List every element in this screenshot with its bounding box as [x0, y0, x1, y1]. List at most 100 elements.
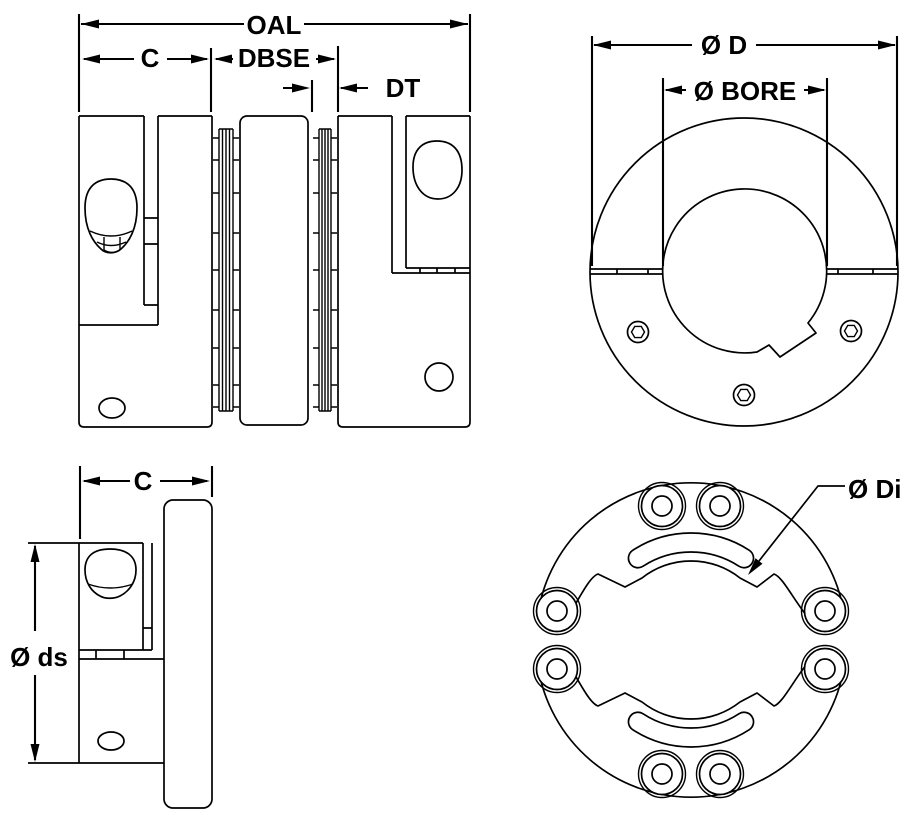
screw-circle — [839, 319, 863, 343]
clamp-screw-hole — [84, 548, 137, 600]
disc-pack-right-ticks — [313, 137, 337, 408]
boss-outer-ring — [637, 481, 687, 531]
label-dia-d: Ø D — [701, 30, 747, 60]
arrowhead-right — [191, 54, 209, 64]
bolt-boss — [698, 752, 742, 796]
screw-circle — [732, 383, 756, 407]
disc-upper-slot — [627, 532, 755, 569]
disc-boss-outer-rings — [532, 481, 850, 799]
arrowhead-right — [292, 83, 310, 93]
left-hub-outline — [78, 115, 213, 428]
arrowhead-left — [664, 85, 682, 95]
disc-pack-left-laminations — [218, 128, 234, 412]
disc-bolt-bosses — [535, 484, 847, 796]
disc-pack-left-ticks — [213, 137, 239, 408]
arrowhead-left — [81, 19, 99, 29]
label-oal: OAL — [247, 10, 302, 40]
screw-hex-socket — [630, 325, 646, 339]
dimension-dt: DT — [283, 73, 420, 112]
boss-outer-ring — [532, 586, 582, 636]
arrowhead-up — [30, 544, 40, 562]
arrowhead-left — [339, 83, 357, 93]
label-dt: DT — [386, 73, 421, 103]
clamp-screw-right — [839, 319, 863, 343]
bolt-hole — [546, 658, 568, 680]
disc-pack-right-laminations — [318, 128, 332, 412]
clamp-screw-hole — [84, 178, 138, 254]
bolt-hole — [814, 600, 836, 622]
disc-bolt-holes — [546, 495, 836, 785]
disc-lower-slot — [627, 711, 755, 748]
label-c-bottom: C — [134, 466, 153, 496]
left-hub — [78, 115, 213, 428]
clamp-screw-head-detail — [89, 230, 133, 254]
disc-lower-half-inner-edge — [565, 659, 811, 720]
right-hub-outline — [337, 115, 471, 428]
boss-outer-ring — [695, 749, 745, 799]
bolt-hole — [709, 763, 731, 785]
arrowhead-left — [214, 54, 232, 64]
label-dia-di: Ø Di — [848, 474, 901, 504]
boss-outer-ring — [695, 481, 745, 531]
bolt-boss — [803, 589, 847, 633]
screw-circle — [626, 320, 650, 344]
hub-outer-circle — [589, 117, 899, 427]
clamp-screw-left — [626, 320, 650, 344]
bolt-boss — [698, 484, 742, 528]
dimension-c2-lines — [78, 466, 214, 539]
hub-bore-with-keyway — [661, 188, 828, 358]
arrowhead-right — [318, 54, 336, 64]
clamp-split-line — [590, 268, 898, 275]
arrowhead-left — [593, 40, 611, 50]
left-hub-bottom-hole — [98, 397, 126, 419]
bolt-boss — [640, 484, 684, 528]
boss-outer-ring — [532, 644, 582, 694]
arrowhead-left — [82, 476, 100, 486]
dimension-dia-bore: Ø BORE — [661, 76, 829, 266]
view-disc-pack-front: Ø Di — [532, 474, 901, 799]
leader-line — [758, 485, 845, 562]
hub-bottom-hole — [97, 731, 125, 751]
dimension-dbse: DBSE — [214, 43, 340, 112]
bolt-hole — [814, 658, 836, 680]
bolt-boss — [535, 589, 579, 633]
dimension-bore-lines — [661, 78, 829, 266]
label-dia-bore: Ø BORE — [694, 76, 797, 106]
right-hub — [337, 115, 471, 428]
single-hub-outline — [28, 542, 164, 764]
disc-upper-half-inner-edge — [565, 560, 811, 621]
clamp-screw-bottom — [732, 383, 756, 407]
hub-flange-plate — [163, 499, 213, 809]
view-hub-front: Ø D Ø BORE — [589, 30, 899, 427]
bolt-boss — [535, 647, 579, 691]
label-c-top: C — [141, 43, 160, 73]
view-hub-side-single: C Ø ds — [10, 466, 214, 809]
dimension-c-top: C — [82, 43, 213, 112]
screw-hex-socket — [843, 324, 859, 338]
dimension-oal-lines — [77, 14, 472, 112]
screw-hex-socket — [736, 388, 752, 402]
bolt-hole — [651, 495, 673, 517]
dimension-oal: OAL — [77, 10, 472, 112]
dimension-dia-d: Ø D — [590, 30, 899, 266]
leader-arrowhead — [748, 558, 763, 575]
arrowhead-right — [878, 40, 896, 50]
bolt-boss — [640, 752, 684, 796]
disc-lower-half-outer-arc — [537, 666, 845, 798]
boss-outer-ring — [637, 749, 687, 799]
view-coupling-side-assembled: OAL C DBSE DT — [77, 10, 472, 428]
dimension-d-lines — [590, 36, 899, 266]
arrowhead-right — [450, 19, 468, 29]
arrowhead-down — [30, 744, 40, 762]
boss-outer-ring — [800, 644, 850, 694]
bolt-hole — [651, 763, 673, 785]
dimension-dia-ds: Ø ds — [10, 544, 68, 762]
label-dbse: DBSE — [238, 43, 310, 73]
arrowhead-left — [82, 54, 100, 64]
disc-pack-right-side — [313, 128, 337, 412]
bolt-boss — [803, 647, 847, 691]
dimension-c-bottom: C — [78, 466, 214, 539]
boss-outer-ring — [800, 586, 850, 636]
